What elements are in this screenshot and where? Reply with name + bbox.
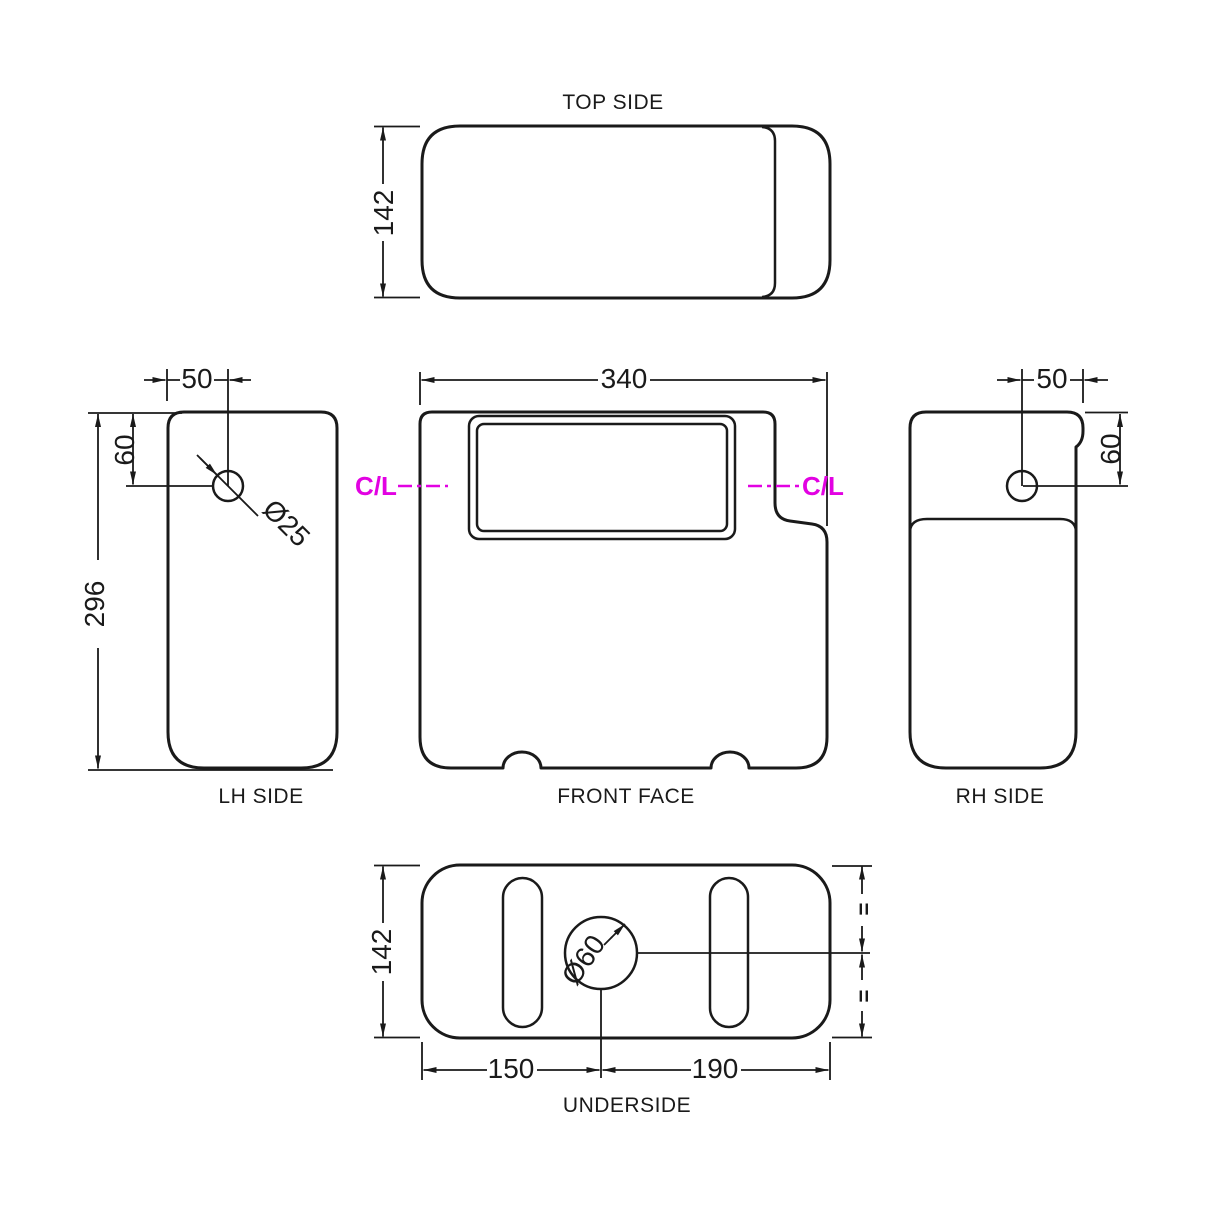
rh-dim-60: 60 bbox=[1085, 411, 1128, 485]
front-face-view: 340 C/L C/L FRONT FACE bbox=[355, 363, 844, 808]
rh-dim-50: 50 bbox=[997, 363, 1108, 486]
dim-60-rh-label: 60 bbox=[1095, 433, 1126, 464]
top-view-lid-seam-line bbox=[761, 125, 777, 299]
top-view-dim-142: 142 bbox=[368, 125, 420, 299]
underside-slot-left bbox=[501, 876, 544, 1029]
extension-line bbox=[832, 865, 872, 1039]
leader-arrow bbox=[199, 457, 218, 476]
lh-dim-60: 60 bbox=[88, 412, 213, 487]
equal-mark-top: = bbox=[851, 903, 876, 916]
front-view-outline bbox=[418, 410, 829, 770]
underside-outline bbox=[420, 863, 832, 1040]
underside-dim-142: 142 bbox=[366, 864, 420, 1039]
lh-dim-50: 50 bbox=[144, 363, 251, 486]
dim-dia60-label: Ø60 bbox=[556, 929, 612, 990]
rh-side-view-title: RH SIDE bbox=[956, 785, 1045, 808]
lh-hole-callout: Ø25 bbox=[196, 454, 316, 553]
lh-side-view: 50 60 296 Ø25 LH SIDE bbox=[79, 363, 339, 808]
underside-dim-150-190: 150 190 bbox=[421, 1042, 831, 1084]
lh-view-outline bbox=[166, 410, 339, 770]
extension-line bbox=[374, 864, 420, 1039]
rh-view-outline bbox=[908, 410, 1085, 770]
underside-view: Ø60 142 = = 150 190 UNDERSIDE bbox=[366, 863, 876, 1117]
extension-line bbox=[1021, 369, 1084, 486]
dim-340-label: 340 bbox=[601, 363, 648, 394]
centerline-right-label: C/L bbox=[802, 471, 844, 501]
dim-142-underside-label: 142 bbox=[366, 929, 397, 976]
top-view-outline bbox=[420, 124, 832, 300]
leader-line bbox=[603, 936, 613, 946]
centerline-left: C/L bbox=[355, 471, 448, 501]
dim-50-lh-label: 50 bbox=[181, 363, 212, 394]
underside-hole-callout: Ø60 bbox=[556, 923, 626, 990]
dim-142-top-label: 142 bbox=[368, 190, 399, 237]
leader-arrow bbox=[610, 923, 626, 939]
extension-line bbox=[88, 412, 213, 487]
extension-line bbox=[166, 369, 229, 486]
dim-150-label: 150 bbox=[488, 1053, 535, 1084]
extension-line bbox=[421, 1042, 831, 1080]
centerline-right: C/L bbox=[748, 471, 844, 501]
centerline-left-label: C/L bbox=[355, 471, 397, 501]
rh-side-view: 50 60 RH SIDE bbox=[908, 363, 1128, 808]
extension-line bbox=[419, 372, 828, 526]
top-side-view-title: TOP SIDE bbox=[562, 91, 663, 114]
front-face-view-title: FRONT FACE bbox=[557, 785, 695, 808]
equal-mark-bottom: = bbox=[851, 990, 876, 1003]
underside-view-title: UNDERSIDE bbox=[563, 1094, 691, 1117]
dim-60-lh-label: 60 bbox=[109, 434, 140, 465]
rh-view-lid-seam-line bbox=[908, 517, 1078, 532]
extension-line bbox=[374, 125, 420, 299]
lid-recess-inner bbox=[475, 422, 729, 533]
dim-dia25-label: Ø25 bbox=[257, 493, 316, 552]
dim-190-label: 190 bbox=[692, 1053, 739, 1084]
lid-recess-outer bbox=[467, 414, 737, 541]
lh-dim-296: 296 bbox=[79, 414, 333, 771]
lh-side-view-title: LH SIDE bbox=[218, 785, 303, 808]
front-dim-340: 340 bbox=[419, 363, 828, 526]
top-side-view: 142 TOP SIDE bbox=[368, 91, 832, 300]
dim-296-label: 296 bbox=[79, 581, 110, 628]
dim-50-rh-label: 50 bbox=[1036, 363, 1067, 394]
underside-equal-dims: = = bbox=[832, 865, 876, 1039]
